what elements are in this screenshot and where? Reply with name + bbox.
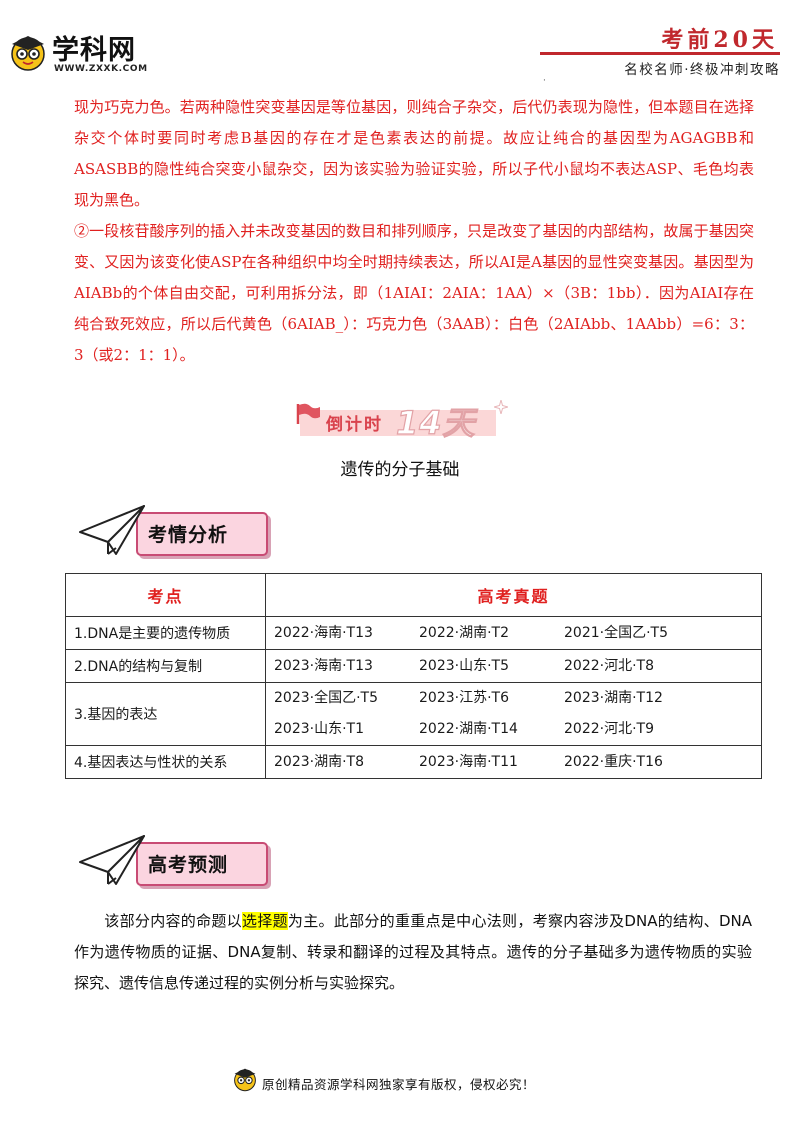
logo-mascot-icon [234,1068,256,1092]
exam-item: 2023·山东·T1 [274,721,364,737]
forecast-title: 高考预测 [148,854,229,876]
header-divider [540,52,780,55]
analysis-paragraph-1: 现为巧克力色。若两种隐性突变基因是等位基因，则纯合子杂交，后代仍表现为隐性，但本… [74,98,754,209]
exam-item: 2022·河北·T8 [564,657,654,674]
exam-line: 2023·海南·T13 2023·山东·T5 2022·河北·T8 [274,651,753,682]
exam-table: 考点 高考真题 1.DNA是主要的遗传物质 2022·海南·T13 2022·湖… [65,573,762,779]
paper-plane-icon [79,835,145,885]
exam-analysis-header: 考情分析 [78,502,278,560]
header-subtitle: 名校名师·终极冲刺攻略 [624,62,780,78]
exam-item: 2023·全国乙·T5 [274,690,378,706]
table-row: 1.DNA是主要的遗传物质 2022·海南·T13 2022·湖南·T2 202… [65,616,762,650]
exam-line: 2022·海南·T13 2022·湖南·T2 2021·全国乙·T5 [274,618,753,649]
header-banner: 考前20天 名校名师·终极冲刺攻略 [540,22,780,78]
countdown-band [300,410,496,436]
paper-plane-icon [79,505,145,555]
table-row: 3.基因的表达 2023·全国乙·T5 2023·江苏·T6 2023·湖南·T… [65,682,762,746]
exam-cell: 2023·海南·T13 2023·山东·T5 2022·河北·T8 [265,649,762,683]
answer-analysis: 现为巧克力色。若两种隐性突变基因是等位基因，则纯合子杂交，后代仍表现为隐性，但本… [74,92,754,371]
exam-cell: 2023·全国乙·T5 2023·江苏·T6 2023·湖南·T12 2023·… [265,682,762,746]
logo-mascot-icon [11,36,45,71]
exam-line: 2023·山东·T1 2022·湖南·T14 2022·河北·T9 [274,714,753,745]
exam-item: 2022·湖南·T2 [419,624,509,641]
point-cell: 4.基因表达与性状的关系 [65,745,266,779]
flag-icon [296,403,320,424]
exam-cell: 2022·海南·T13 2022·湖南·T2 2021·全国乙·T5 [265,616,762,650]
exam-item: 2023·江苏·T6 [419,690,509,706]
table-header-row: 考点 高考真题 [65,573,762,617]
col-header-exams: 高考真题 [265,573,762,617]
forecast-text-before: 该部分内容的命题以 [104,912,242,930]
exam-item: 2022·湖南·T14 [419,721,518,737]
header-title: 考前20天 [661,27,778,53]
point-cell: 3.基因的表达 [65,682,266,746]
col-header-points: 考点 [65,573,266,617]
exam-item: 2022·重庆·T16 [564,753,663,770]
exam-line: 2023·全国乙·T5 2023·江苏·T6 2023·湖南·T12 [274,683,753,714]
analysis-paragraph-2: ②一段核苷酸序列的插入并未改变基因的数目和排列顺序，只是改变了基因的内部结构，故… [74,222,754,364]
forecast-highlight: 选择题 [241,912,288,930]
table-row: 2.DNA的结构与复制 2023·海南·T13 2023·山东·T5 2022·… [65,649,762,683]
logo-name: 学科网 [52,35,136,66]
exam-item: 2022·河北·T9 [564,721,654,737]
exam-cell: 2023·湖南·T8 2023·海南·T11 2022·重庆·T16 [265,745,762,779]
site-logo[interactable]: 学科网 WWW.ZXXK.COM [8,22,188,78]
exam-item: 2022·海南·T13 [274,624,373,641]
section-title: 遗传的分子基础 [340,460,460,480]
exam-item: 2021·全国乙·T5 [564,624,668,641]
countdown-label: 倒计时 [326,415,383,435]
header-dot: · [543,76,546,86]
forecast-paragraph: 该部分内容的命题以选择题为主。此部分的重重点是中心法则，考察内容涉及DNA的结构… [74,906,752,999]
exam-item: 2023·海南·T13 [274,657,373,674]
forecast-text-after: 为主。此部分的重重点是中心法则，考察内容涉及DNA的结构、DNA作为遗传物质的证… [74,912,752,992]
countdown-banner: 倒计时 14天 [294,398,510,443]
copyright-text: 原创精品资源学科网独家享有版权，侵权必究！ [262,1077,536,1092]
forecast-pill [136,842,268,886]
exam-item: 2023·山东·T5 [419,657,509,674]
table-row: 4.基因表达与性状的关系 2023·湖南·T8 2023·海南·T11 2022… [65,745,762,779]
exam-item: 2023·湖南·T8 [274,753,364,770]
exam-item: 2023·湖南·T12 [564,690,663,706]
point-cell: 2.DNA的结构与复制 [65,649,266,683]
sparkle-icon [494,400,508,414]
exam-item: 2023·海南·T11 [419,753,518,770]
forecast-header: 高考预测 [78,832,278,890]
exam-analysis-title: 考情分析 [148,524,229,546]
exam-line: 2023·湖南·T8 2023·海南·T11 2022·重庆·T16 [274,747,753,778]
logo-url: WWW.ZXXK.COM [54,64,148,74]
countdown-days: 14天 [395,403,476,442]
exam-analysis-pill [136,512,268,556]
point-cell: 1.DNA是主要的遗传物质 [65,616,266,650]
